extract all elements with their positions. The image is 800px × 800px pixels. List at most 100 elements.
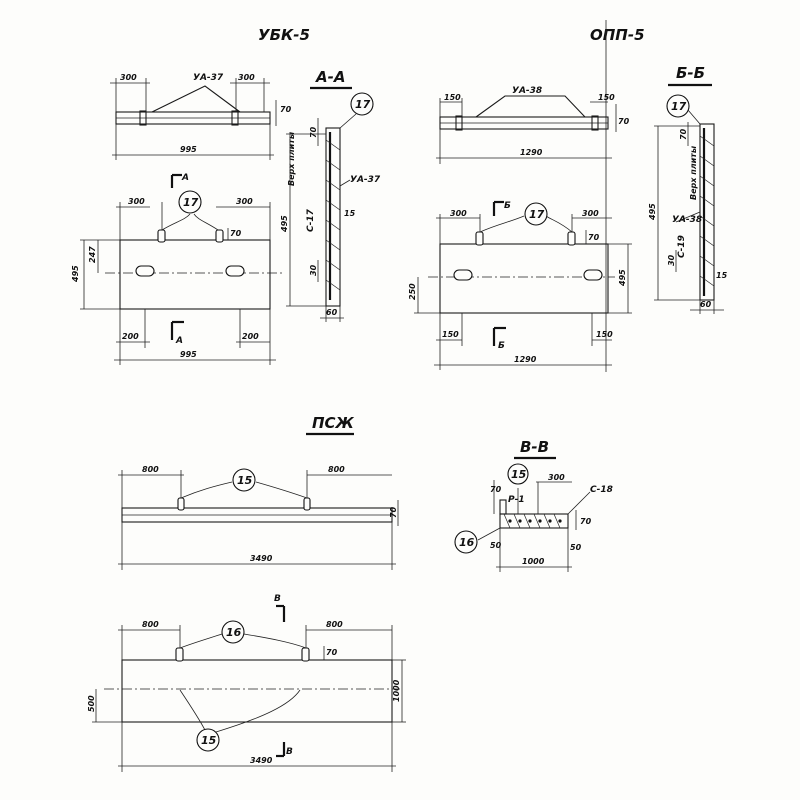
ubk5-plan-right-dim: 300 (236, 197, 253, 206)
opp5-callout-circle (524, 202, 548, 226)
bb-side-note: Верх плиты (689, 145, 698, 200)
ubk5-callout: 17 (183, 196, 199, 209)
bb-section-body (699, 123, 715, 301)
ubk5-height-total: 495 (71, 265, 80, 283)
ubk5-plan: 17 А 300 300 70 495 247 А 200 200 995 (71, 173, 285, 365)
psj-callout-top-circle (221, 620, 245, 644)
aa-rebar-ua: УА-37 (350, 175, 381, 185)
ubk5-height-sub: 247 (88, 246, 97, 263)
section-vv: В-В 15 300 С-18 70 Р-1 70 16 50 50 1000 (454, 438, 613, 572)
view-ubk5: УБК-5 300 300 УА-37 70 995 (71, 26, 310, 365)
opp5-height-right: 495 (618, 269, 627, 287)
vv-top-dim: 300 (548, 473, 565, 482)
vv-width-dim: 1000 (522, 557, 545, 566)
vv-rebar-c: С-18 (590, 485, 613, 495)
opp5-slab-outline (439, 243, 609, 314)
ubk5-top-right-dim: 300 (238, 73, 255, 82)
opp5-plan-left-dim: 300 (450, 209, 467, 218)
opp5-plan: 17 300 Б 300 70 250 495 Б 150 150 1290 (408, 200, 632, 370)
ubk5-loop-profile (151, 85, 241, 113)
title-psj: ПСЖ (312, 414, 355, 432)
title-opp5: ОПП-5 (590, 26, 645, 44)
ubk5-bottom-total-dim: 995 (180, 350, 197, 359)
opp5-top-right-dim: 150 (598, 93, 615, 102)
bb-rebar-c: С-19 (677, 235, 687, 258)
psj-top-right-dim: 800 (328, 465, 345, 474)
ubk5-bottom-left-dim: 200 (122, 332, 139, 341)
ubk5-slab-outline (119, 239, 271, 310)
opp5-callout: 17 (529, 208, 545, 221)
psj-loop-height: 70 (326, 648, 338, 657)
bb-width-dim: 60 (700, 300, 712, 309)
ubk5-loop-height: 70 (230, 229, 242, 238)
vv-left-dim: 70 (490, 485, 502, 494)
opp5-bottom-total-dim: 1290 (514, 355, 537, 364)
psj-slab-outline (121, 659, 393, 723)
title-section-aa: А-А (315, 68, 345, 86)
opp5-elevation: 150 УА-38 150 70 1290 (436, 86, 630, 164)
psj-height-right: 1000 (392, 679, 401, 702)
opp5-bottom-left-dim: 150 (442, 330, 459, 339)
psj-bottom-total-dim: 3490 (250, 756, 273, 765)
aa-side-note: Верх плиты (287, 131, 296, 186)
vv-p-mark: Р-1 (508, 495, 525, 505)
vv-right-dim: 70 (580, 517, 592, 526)
bb-callout: 17 (671, 100, 687, 113)
vv-callout-left: 16 (459, 536, 475, 549)
psj-callout-bottom-circle (196, 728, 220, 752)
bb-top-dim: 70 (679, 128, 688, 140)
psj-callout-circle (232, 468, 256, 492)
bb-bottom-dim: 30 (667, 254, 676, 266)
vv-callout-left-circle (454, 530, 478, 554)
bb-small-dim: 15 (716, 271, 728, 280)
view-psj: ПСЖ 15 800 800 70 3490 (87, 414, 406, 772)
psj-callout-bottom: 15 (201, 734, 217, 747)
section-bb: Б-Б 17 70 Верх плиты 495 УА-38 С-19 30 1… (648, 64, 728, 314)
aa-total-dim: 495 (280, 215, 289, 233)
aa-rebar-c: С-17 (306, 208, 316, 232)
bb-total-dim: 495 (648, 203, 657, 221)
aa-bottom-dim: 30 (309, 264, 318, 276)
ubk5-elevation: 300 300 УА-37 70 995 (110, 73, 292, 160)
ubk5-plan-left-dim: 300 (128, 197, 145, 206)
vv-callout-top-circle (507, 463, 529, 485)
psj-elevation: 15 800 800 70 3490 (118, 465, 399, 570)
opp5-height-left: 250 (408, 283, 417, 300)
ubk5-top-left-dim: 300 (120, 73, 137, 82)
psj-plan-right-dim: 800 (326, 620, 343, 629)
psj-top-total-dim: 3490 (250, 554, 273, 563)
vv-right-bottom: 50 (570, 543, 582, 552)
ubk5-section-arrow-top: А (181, 173, 189, 183)
vv-callout-top: 15 (511, 468, 527, 481)
opp5-top-total-dim: 1290 (520, 148, 543, 157)
aa-section-body (325, 127, 341, 307)
ubk5-loop-mark: УА-37 (193, 73, 224, 83)
ubk5-thickness-dim: 70 (280, 105, 292, 114)
title-section-vv: В-В (520, 438, 549, 456)
view-opp5: ОПП-5 150 УА-38 150 70 1290 (408, 20, 645, 372)
aa-callout: 17 (355, 98, 371, 111)
psj-callout: 15 (237, 474, 253, 487)
psj-top-left-dim: 800 (142, 465, 159, 474)
opp5-section-arrow-top: Б (504, 201, 511, 211)
aa-small-dim: 15 (344, 209, 356, 218)
opp5-section-arrow-bottom: Б (498, 341, 505, 351)
opp5-thickness-dim: 70 (618, 117, 630, 126)
bb-callout-circle (666, 94, 690, 118)
opp5-plan-right-dim: 300 (582, 209, 599, 218)
opp5-loop-height: 70 (588, 233, 600, 242)
aa-width-dim: 60 (326, 308, 338, 317)
opp5-top-left-dim: 150 (444, 93, 461, 102)
title-ubk5: УБК-5 (258, 26, 310, 44)
ubk5-top-total-dim: 995 (180, 145, 197, 154)
ubk5-section-arrow-bottom: А (175, 336, 183, 346)
opp5-bottom-right-dim: 150 (596, 330, 613, 339)
psj-height-left: 500 (87, 695, 96, 712)
ubk5-callout-circle (178, 190, 202, 214)
psj-section-arrow-bottom: В (286, 747, 293, 757)
psj-plan: 16 800 800 В 70 500 1000 15 В 3490 (87, 594, 406, 772)
psj-plan-left-dim: 800 (142, 620, 159, 629)
aa-top-dim: 70 (309, 126, 318, 138)
